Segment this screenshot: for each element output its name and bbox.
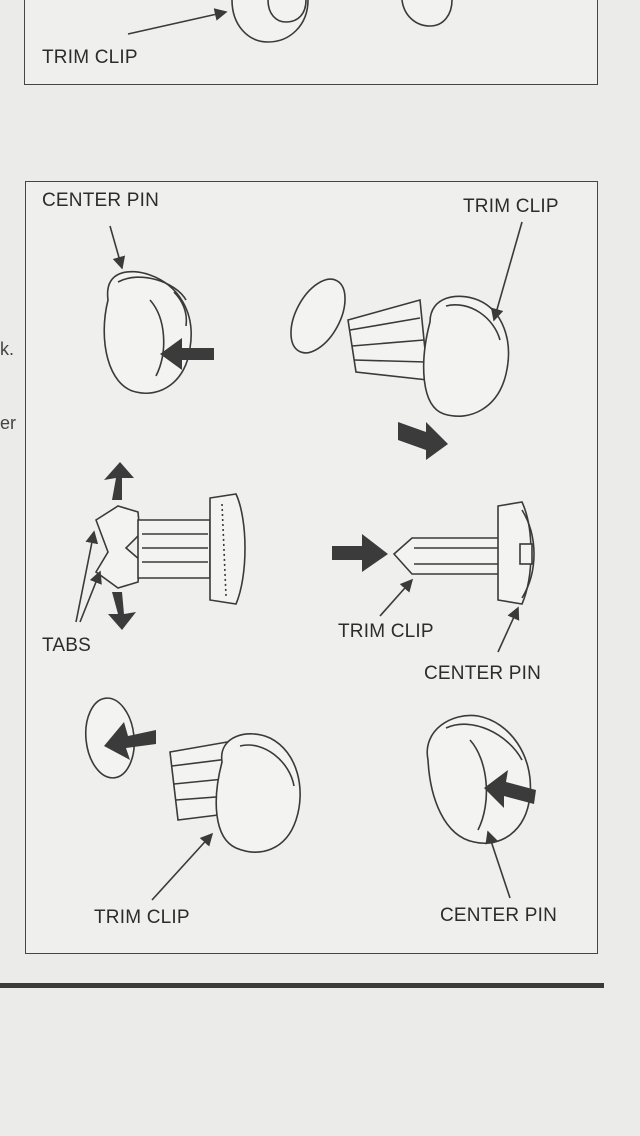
trim-clip-top-right-label: TRIM CLIP	[463, 196, 559, 217]
center-pin-top-left-label: CENTER PIN	[42, 190, 160, 211]
tabs-label: TABS	[42, 635, 92, 656]
center-pin-middle-leader	[497, 606, 520, 653]
trim-clip-pull-drawing	[290, 278, 510, 417]
margin-text-fragment-1: k.	[0, 339, 15, 359]
reset-clip-side-drawing	[392, 501, 535, 605]
center-pin-bottom-label: CENTER PIN	[440, 905, 558, 926]
tab-arrow-up	[104, 462, 134, 500]
trim-clip-middle-label: TRIM CLIP	[338, 621, 434, 642]
push-arrow-3	[104, 722, 156, 760]
section-divider-rule	[0, 983, 604, 988]
trim-clip-top-right-leader	[490, 221, 523, 322]
top-trim-clip-drawing	[231, 0, 453, 43]
center-pin-middle-label: CENTER PIN	[424, 663, 542, 684]
pull-arrow-1	[398, 422, 448, 460]
tabs-leader-2	[79, 570, 102, 623]
center-pin-bottom-leader	[485, 830, 511, 899]
trim-clip-bottom-leader	[151, 832, 214, 901]
trim-clip-middle-leader	[379, 578, 414, 617]
trim-clip-bottom-label: TRIM CLIP	[94, 907, 190, 928]
tabs-clip-side-drawing	[94, 493, 246, 605]
top-illustration-frame	[24, 0, 598, 85]
pin-insert-drawing	[84, 697, 301, 853]
center-pin-flush-drawing	[426, 714, 532, 844]
center-pin-push-drawing	[103, 270, 192, 394]
center-pin-top-left-leader	[109, 225, 126, 270]
tabs-leader-1	[75, 530, 99, 623]
push-arrow-4	[484, 770, 536, 808]
top-trim-clip-label: TRIM CLIP	[42, 47, 138, 68]
tab-arrow-down	[108, 592, 136, 630]
push-arrow-2	[332, 534, 388, 572]
top-trim-clip-leader	[127, 8, 228, 35]
margin-text-fragment-2: er	[0, 413, 17, 433]
push-arrow-1	[160, 338, 214, 370]
